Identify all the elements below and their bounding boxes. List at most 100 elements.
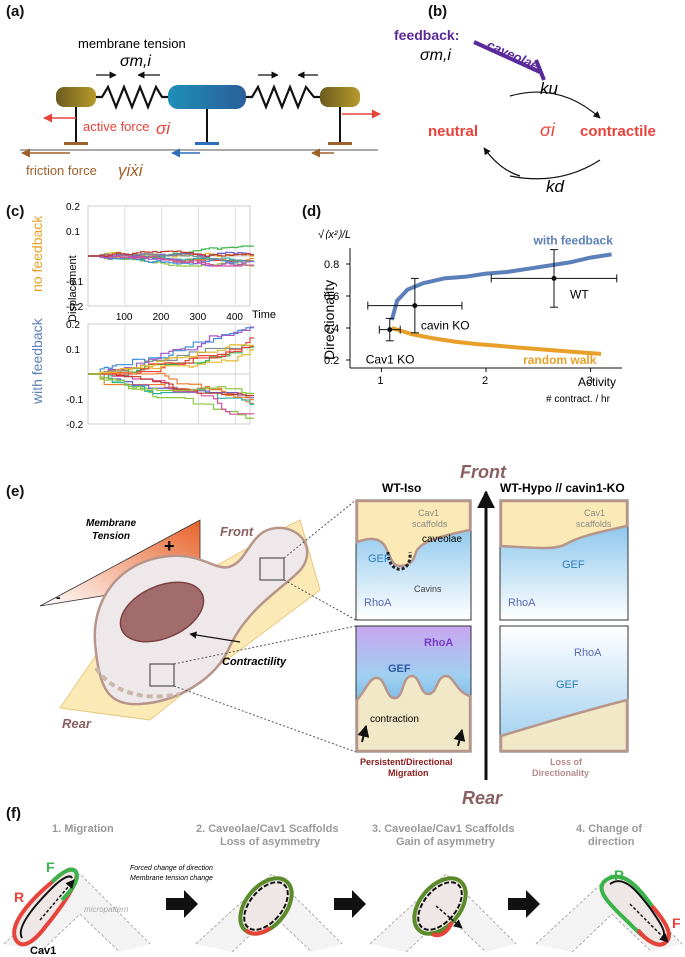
trajectories-with-feedback: 0.2 0.1 -0.1 -0.2 (66, 320, 255, 431)
y-tick-label: 0.2 (66, 202, 80, 213)
x-tick-label: 100 (116, 312, 133, 323)
no-feedback-label: no feedback (29, 215, 45, 292)
spring-right (246, 84, 320, 110)
cell-step2 (238, 876, 294, 936)
panel-a: (a) membrane tension σm,i active force σ… (6, 3, 381, 180)
sigma-mi-label: σm,i (120, 53, 151, 70)
svg-text:Directionality: Directionality (532, 768, 589, 778)
step-arrow-2 (334, 890, 366, 918)
gef-label-4: GEF (556, 679, 579, 691)
box-hypo-rear: RhoA GEF (499, 625, 629, 753)
front-zoom-box (259, 557, 285, 581)
contractile-label: contractile (580, 123, 656, 140)
x-tick-label: 1 (377, 375, 383, 387)
series-line (389, 252, 612, 321)
active-force-label: active force (83, 119, 149, 134)
front-big-label: Front (460, 462, 507, 482)
step1-label: 1. Migration (52, 823, 114, 835)
caveolae-label-e: caveolae (422, 534, 462, 545)
svg-text:Cav1: Cav1 (584, 508, 605, 518)
caveolae-label-b: caveolae (485, 37, 541, 73)
front-label-e: Front (220, 524, 254, 539)
data-point (387, 327, 393, 333)
y-tick-label: 0.2 (66, 320, 80, 331)
sigma-mi-b: σm,i (420, 47, 451, 64)
sigma-i-b: σi (540, 120, 556, 140)
y-tick-label: -0.1 (66, 277, 84, 288)
panel-label-e: (e) (6, 483, 24, 500)
neutral-label: neutral (428, 123, 478, 140)
directionality-label: Directionality (321, 280, 337, 360)
ku-label: ku (540, 79, 559, 98)
sigma-i-label: σi (156, 119, 171, 138)
x-tick-label: 200 (153, 312, 170, 323)
cell-body (93, 526, 309, 706)
trajectory-line (88, 327, 255, 375)
trajectory-line (88, 250, 255, 258)
kd-label: kd (546, 177, 565, 196)
data-point (551, 275, 557, 281)
kd-arrow (509, 159, 601, 180)
svg-text:Tension: Tension (92, 531, 130, 542)
step4-label-1: 4. Change of (576, 823, 642, 835)
rhoa-label-2: RhoA (424, 637, 453, 649)
y-tick-label: 0.1 (66, 345, 80, 356)
point-label: WT (570, 287, 589, 301)
series-label: with feedback (533, 233, 614, 247)
box-hypo-front: Cav1 scaffolds GEF RhoA (499, 499, 629, 621)
micropattern-label: micropattern (84, 905, 129, 914)
panel-label-b: (b) (428, 3, 447, 20)
svg-text:Migration: Migration (388, 768, 429, 778)
activity-units: # contract. / hr (546, 394, 611, 405)
y-tick-label: 0.4 (324, 323, 339, 335)
y-tick-label: 0.2 (324, 355, 339, 367)
panel-e: (e) Membrane Tension + - Front Rear Cont… (6, 462, 629, 808)
nucleus (119, 581, 205, 643)
x-tick-label: 400 (226, 312, 243, 323)
y-tick-label: 0.6 (324, 291, 339, 303)
forced-label-2: Membrane tension change (130, 875, 213, 882)
wt-hypo-title: WT-Hypo // cavin1-KO (500, 481, 625, 495)
step2-label-2: Loss of asymmetry (220, 836, 321, 848)
center-cell-segment (168, 85, 246, 109)
gef-label-1: GEF (368, 553, 391, 565)
gef-label-2: GEF (388, 663, 411, 675)
rear-label-e: Rear (62, 716, 92, 731)
y-tick-label: 0.1 (66, 227, 80, 238)
feedback-label: feedback: (394, 27, 459, 43)
spring-left (96, 84, 168, 110)
point-label: cavin KO (421, 319, 470, 333)
step3-label-2: Gain of asymmetry (396, 836, 496, 848)
panel-label-d: (d) (302, 203, 321, 220)
x-tick-label: 3 (587, 375, 593, 387)
panel-c: (c) no feedback with feedback Displaceme… (6, 202, 276, 431)
right-cell-segment (320, 87, 360, 107)
trajectory-line (88, 253, 255, 267)
front-F-1: F (46, 859, 55, 875)
step-arrow-1 (166, 890, 198, 918)
step-arrow-3 (508, 890, 540, 918)
y-tick-label: -0.2 (66, 420, 84, 431)
rear-big-label: Rear (462, 788, 503, 808)
cav1-label-f: Cav1 (30, 945, 56, 957)
membrane-tension-label: membrane tension (78, 36, 186, 51)
y-tick-label: -0.1 (66, 395, 84, 406)
svg-text:scaffolds: scaffolds (412, 519, 448, 529)
panel-label-a: (a) (6, 3, 24, 20)
step4-label-2: direction (588, 836, 635, 848)
trajectory-line (88, 255, 255, 265)
contraction-label: contraction (370, 714, 419, 725)
rear-R-4: R (614, 867, 624, 883)
trajectory-line (88, 373, 255, 395)
minus-sign: - (56, 589, 61, 605)
trajectory-line (88, 373, 255, 397)
cell-step4 (599, 874, 671, 947)
y-tick-label: -0.2 (66, 302, 84, 313)
front-F-4: F (672, 915, 681, 931)
trajectory-line (88, 345, 255, 375)
panel-f: (f) 1. Migration 2. Caveolae/Cav1 Scaffo… (3, 805, 683, 957)
